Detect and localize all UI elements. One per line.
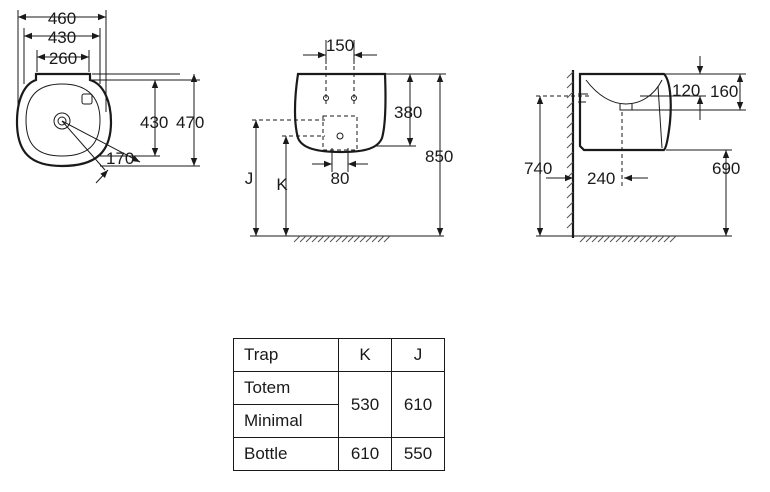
table-header-row: Trap K J — [233, 338, 445, 372]
row-name-bottle: Bottle — [233, 437, 339, 471]
row-name-totem: Totem — [233, 371, 339, 405]
basin-front-outline — [293, 72, 387, 154]
dim-120-label: 120 — [672, 81, 700, 100]
dim-740-label: 740 — [524, 159, 552, 178]
dim-240-label: 240 — [587, 169, 615, 188]
dim-380-label: 380 — [394, 103, 422, 122]
waste-outlet-dashed — [322, 115, 358, 151]
tap-hole-right — [351, 95, 357, 101]
drain-outer — [53, 112, 71, 130]
dim-430-width-label: 430 — [48, 28, 76, 47]
table-row: Bottle 610 550 — [233, 437, 445, 471]
basin-top-outline — [15, 72, 113, 168]
dim-j-label: J — [245, 169, 254, 188]
header-j: J — [391, 338, 445, 372]
dim-850-label: 850 — [425, 147, 453, 166]
trap-table: Trap K J Totem 530 610 Minimal Bottle 61… — [233, 338, 445, 471]
dim-170-label: 170 — [106, 149, 134, 168]
dim-470-label: 470 — [176, 113, 204, 132]
basin-bowl-inner — [25, 83, 101, 157]
trap-pipe — [578, 93, 588, 118]
tap-hole — [81, 93, 93, 105]
dim-430-depth-label: 430 — [140, 113, 168, 132]
side-view: 120 160 740 240 690 — [524, 56, 746, 243]
front-view: 150 380 850 J K 80 — [245, 36, 453, 243]
basin-side-bowl — [585, 79, 663, 105]
dim-260-label: 260 — [49, 49, 77, 68]
dim-460-label: 460 — [48, 9, 76, 28]
top-view: 460 430 260 430 470 170 — [15, 9, 204, 184]
floor-hatch-front — [293, 235, 391, 243]
row-name-minimal: Minimal — [233, 404, 339, 438]
dim-690-label: 690 — [712, 159, 740, 178]
table-row: Minimal — [233, 404, 445, 438]
dim-k-label: K — [276, 175, 288, 194]
dim-line-170 — [61, 120, 141, 163]
header-k: K — [338, 338, 392, 372]
tap-hole-left — [323, 95, 329, 101]
table-row: Totem 530 610 — [233, 371, 445, 438]
waste-hole — [336, 132, 344, 140]
basin-side-outline — [578, 72, 672, 152]
cell-j-totem-minimal: 610 — [391, 371, 445, 438]
cell-j-bottle: 550 — [391, 437, 445, 471]
header-trap: Trap — [233, 338, 339, 372]
cell-k-bottle: 610 — [338, 437, 392, 471]
dim-80-label: 80 — [331, 169, 350, 188]
cell-k-totem-minimal: 530 — [338, 371, 392, 438]
dim-150-label: 150 — [326, 36, 354, 55]
floor-hatch-side — [579, 235, 677, 243]
dim-160-label: 160 — [710, 82, 738, 101]
drain-inner — [57, 116, 67, 126]
